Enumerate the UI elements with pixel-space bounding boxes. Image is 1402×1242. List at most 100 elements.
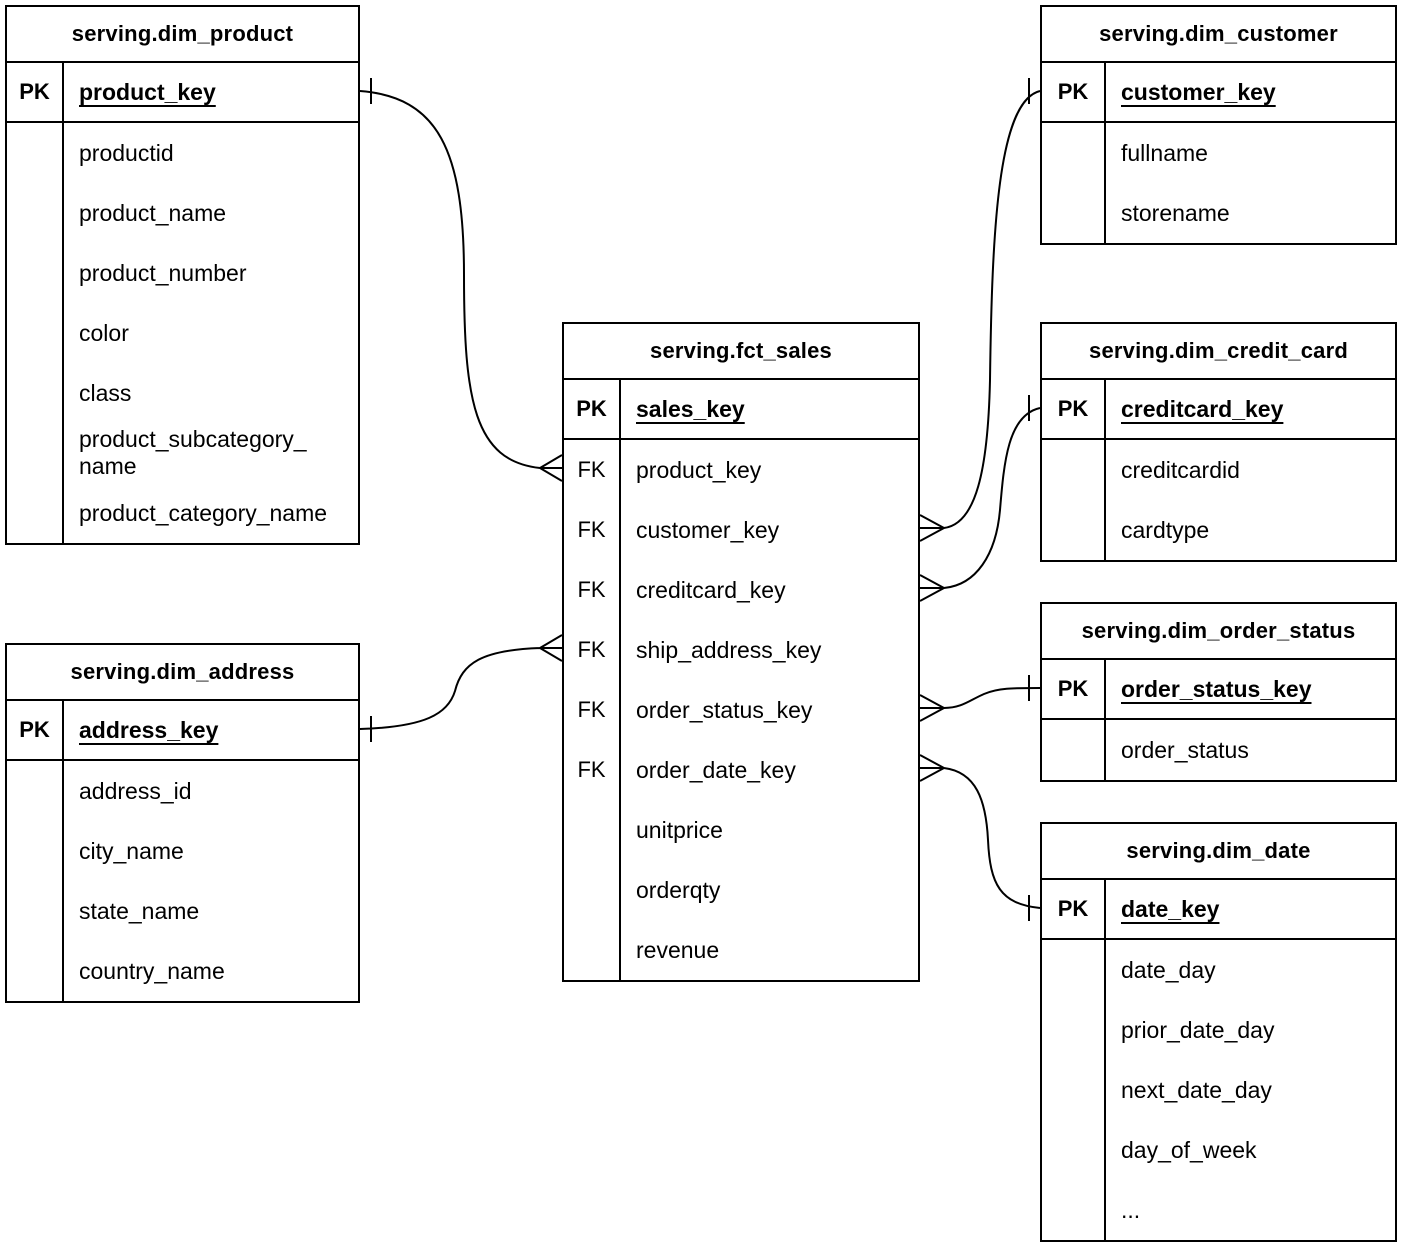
key-badge-empty (7, 243, 64, 303)
primary-key-row: PK customer_key (1042, 63, 1395, 123)
field-name: customer_key (636, 516, 780, 543)
pk-badge: PK (7, 63, 64, 121)
pk-badge: PK (1042, 660, 1106, 718)
field-row: FK ship_address_key (564, 620, 918, 680)
key-badge-empty (7, 423, 64, 483)
pk-badge: PK (1042, 880, 1106, 938)
field-name: product_number (79, 259, 247, 286)
field-row: orderqty (564, 860, 918, 920)
key-badge-empty (564, 800, 621, 860)
field-row: cardtype (1042, 500, 1395, 560)
entity-title: serving.dim_address (7, 645, 358, 701)
pk-badge: PK (564, 380, 621, 438)
fk-badge: FK (564, 740, 621, 800)
relationship-product-key-to-dim-product (359, 78, 563, 482)
entity-title: serving.dim_order_status (1042, 604, 1395, 660)
primary-key-name: product_key (79, 78, 216, 105)
field-name: prior_date_day (1121, 1016, 1275, 1043)
field-row: state_name (7, 881, 358, 941)
field-name: revenue (636, 936, 720, 963)
key-badge-empty (1042, 440, 1106, 500)
key-badge-empty (1042, 1180, 1106, 1240)
fk-badge: FK (564, 560, 621, 620)
field-row: prior_date_day (1042, 1000, 1395, 1060)
entity-title: serving.dim_date (1042, 824, 1395, 880)
field-name: state_name (79, 897, 200, 924)
primary-key-row: PK creditcard_key (1042, 380, 1395, 440)
field-row: color (7, 303, 358, 363)
field-name: date_day (1121, 956, 1216, 983)
relationship-customer-key-to-dim-customer (919, 78, 1041, 542)
pk-badge: PK (1042, 380, 1106, 438)
key-badge-empty (564, 920, 621, 980)
key-badge-empty (7, 483, 64, 543)
key-badge-empty (7, 821, 64, 881)
field-name: color (79, 319, 129, 346)
key-badge-empty (1042, 500, 1106, 560)
key-badge-empty (1042, 940, 1106, 1000)
field-name: fullname (1121, 139, 1208, 166)
field-row: productid (7, 123, 358, 183)
entity-title: serving.dim_credit_card (1042, 324, 1395, 380)
key-badge-empty (1042, 720, 1106, 780)
key-badge-empty (7, 881, 64, 941)
field-name: address_id (79, 777, 192, 804)
entity-title: serving.dim_customer (1042, 7, 1395, 63)
field-row: address_id (7, 761, 358, 821)
key-badge-empty (7, 123, 64, 183)
field-name: product_key (636, 456, 762, 483)
relationship-creditcard-key-to-dim-credit-card (919, 395, 1041, 602)
key-badge-empty (1042, 1060, 1106, 1120)
field-row: country_name (7, 941, 358, 1001)
field-row: revenue (564, 920, 918, 980)
field-name: product_name (79, 199, 227, 226)
primary-key-row: PK product_key (7, 63, 358, 123)
field-name: orderqty (636, 876, 721, 903)
field-name: ship_address_key (636, 636, 822, 663)
key-badge-empty (1042, 1000, 1106, 1060)
field-row: creditcardid (1042, 440, 1395, 500)
field-row: storename (1042, 183, 1395, 243)
field-name: unitprice (636, 816, 723, 843)
field-name: storename (1121, 199, 1230, 226)
field-name: product_category_name (79, 499, 328, 526)
key-badge-empty (7, 303, 64, 363)
key-badge-empty (1042, 1120, 1106, 1180)
field-name: order_status_key (636, 696, 813, 723)
field-row: next_date_day (1042, 1060, 1395, 1120)
field-row: product_name (7, 183, 358, 243)
pk-badge: PK (1042, 63, 1106, 121)
key-badge-empty (7, 363, 64, 423)
primary-key-row: PK sales_key (564, 380, 918, 440)
entity-title: serving.fct_sales (564, 324, 918, 380)
relationship-order-status-key-to-dim-order-status (919, 675, 1041, 722)
relationship-order-date-key-to-dim-date (919, 754, 1041, 921)
field-name: product_subcategory_ name (79, 426, 307, 479)
primary-key-name: customer_key (1121, 78, 1276, 105)
primary-key-name: sales_key (636, 395, 745, 422)
field-name: productid (79, 139, 174, 166)
fk-badge: FK (564, 500, 621, 560)
field-row: ... (1042, 1180, 1395, 1240)
field-row: city_name (7, 821, 358, 881)
field-row: product_number (7, 243, 358, 303)
primary-key-name: creditcard_key (1121, 395, 1284, 422)
field-name: creditcardid (1121, 456, 1240, 483)
fk-badge: FK (564, 680, 621, 740)
field-row: class (7, 363, 358, 423)
field-row: product_subcategory_ name (7, 423, 358, 483)
field-name: class (79, 379, 132, 406)
field-name: ... (1121, 1196, 1141, 1223)
fk-badge: FK (564, 620, 621, 680)
field-name: next_date_day (1121, 1076, 1272, 1103)
